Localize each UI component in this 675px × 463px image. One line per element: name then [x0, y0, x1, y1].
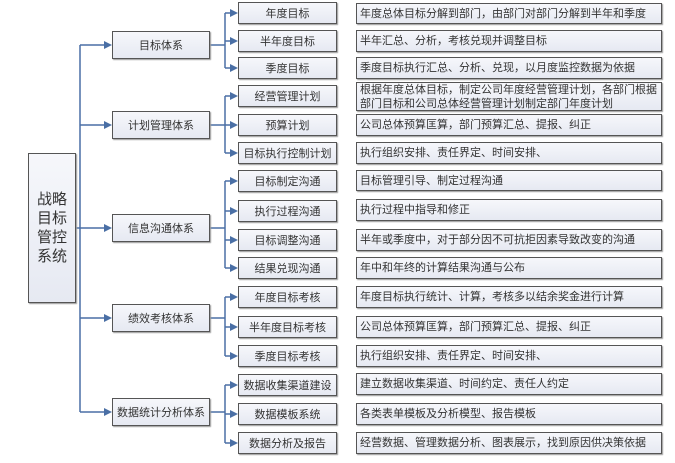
- item-node: 执行过程沟通: [238, 200, 337, 222]
- arrow-head-icon: [230, 37, 238, 45]
- item-description: 建立数据收集渠道、时间约定、责任人约定: [356, 373, 662, 395]
- item-node-label: 数据模板系统: [254, 408, 321, 421]
- item-description: 执行组织安排、责任界定、时间安排、: [356, 142, 662, 164]
- item-description: 目标管理引导、制定过程沟通: [356, 170, 662, 191]
- arrow-head-icon: [230, 207, 238, 215]
- item-node-label: 预算计划: [265, 119, 310, 132]
- system-node-label: 目标体系: [139, 39, 183, 52]
- item-description: 根据年度总体目标，制定公司年度经营管理计划，各部门根据部门目标和公司总体经营管理…: [356, 82, 662, 111]
- item-description: 季度目标执行汇总、分析、兑现，以月度监控数据为依据: [356, 57, 662, 79]
- item-description: 年度总体目标分解到部门，由部门对部门分解到半年和季度: [356, 3, 662, 24]
- item-description-label: 根据年度总体目标，制定公司年度经营管理计划，各部门根据部门目标和公司总体经营管理…: [360, 82, 657, 110]
- arrow-head-icon: [230, 352, 238, 360]
- arrow-head-icon: [230, 236, 238, 244]
- arrow-head-icon: [230, 177, 238, 185]
- item-node: 预算计划: [238, 114, 337, 136]
- item-node-label: 数据收集渠道建设: [243, 379, 332, 392]
- item-description-label: 年中和年终的计算结果沟通与公布: [360, 261, 525, 274]
- root-node: 战略目标管控系统: [28, 153, 76, 303]
- item-description: 公司总体预算匡算，部门预算汇总、提报、纠正: [356, 114, 662, 136]
- item-node-label: 半年度目标: [260, 35, 315, 48]
- item-node: 半年度目标: [238, 30, 337, 52]
- item-node-label: 年度目标考核: [254, 291, 321, 304]
- item-description: 执行组织安排、责任界定、时间安排、: [356, 345, 662, 367]
- item-description-label: 建立数据收集渠道、时间约定、责任人约定: [360, 377, 569, 390]
- system-node-label: 数据统计分析体系: [117, 406, 205, 419]
- system-node: 数据统计分析体系: [112, 398, 210, 426]
- item-node-label: 季度目标: [265, 62, 310, 75]
- item-description-label: 执行组织安排、责任界定、时间安排、: [360, 146, 547, 159]
- item-node-label: 半年度目标考核: [249, 321, 326, 334]
- item-node: 目标制定沟通: [238, 170, 337, 192]
- arrow-head-icon: [104, 121, 112, 129]
- item-node: 季度目标: [238, 57, 337, 79]
- item-description: 各类表单模板及分析模型、报告模板: [356, 403, 662, 425]
- item-node: 季度目标考核: [238, 345, 337, 367]
- item-node-label: 目标制定沟通: [254, 175, 321, 188]
- item-node-label: 年度目标: [265, 7, 310, 20]
- item-node: 年度目标: [238, 2, 337, 24]
- system-node-label: 绩效考核体系: [128, 312, 194, 325]
- item-node: 数据模板系统: [238, 403, 337, 425]
- item-description-label: 执行组织安排、责任界定、时间安排、: [360, 349, 547, 362]
- item-description: 经营数据、管理数据分析、图表展示，找到原因供决策依据: [356, 432, 662, 454]
- arrow-head-icon: [230, 293, 238, 301]
- item-description: 公司总体预算匡算，部门预算汇总、提报、纠正: [356, 316, 662, 338]
- item-description: 年度目标执行统计、计算，考核多以结余奖金进行计算: [356, 286, 662, 308]
- root-label: 战略目标管控系统: [36, 190, 67, 265]
- item-node: 目标调整沟通: [238, 229, 337, 251]
- arrow-head-icon: [230, 439, 238, 447]
- item-node: 目标执行控制计划: [238, 142, 337, 164]
- arrow-head-icon: [230, 149, 238, 157]
- system-node: 信息沟通体系: [112, 214, 210, 242]
- item-node-label: 目标调整沟通: [254, 234, 321, 247]
- item-node-label: 季度目标考核: [254, 350, 321, 363]
- system-node-label: 计划管理体系: [128, 119, 194, 132]
- arrow-head-icon: [230, 9, 238, 17]
- item-description: 年中和年终的计算结果沟通与公布: [356, 257, 662, 279]
- item-description-label: 年度总体目标分解到部门，由部门对部门分解到半年和季度: [360, 6, 646, 20]
- item-node: 数据分析及报告: [238, 432, 337, 454]
- system-node: 计划管理体系: [112, 111, 210, 139]
- item-description-label: 目标管理引导、制定过程沟通: [360, 173, 503, 187]
- item-description-label: 半年汇总、分析，考核兑现并调整目标: [360, 34, 547, 47]
- arrow-head-icon: [104, 224, 112, 232]
- item-description-label: 公司总体预算匡算，部门预算汇总、提报、纠正: [360, 118, 591, 131]
- item-description: 半年或季度中，对于部分因不可抗拒因素导致改变的沟通: [356, 229, 662, 251]
- item-node: 半年度目标考核: [238, 316, 337, 338]
- arrow-head-icon: [230, 64, 238, 72]
- item-description-label: 年度目标执行统计、计算，考核多以结余奖金进行计算: [360, 290, 624, 303]
- item-node-label: 经营管理计划: [254, 90, 321, 103]
- item-node-label: 目标执行控制计划: [243, 147, 332, 160]
- item-description-label: 公司总体预算匡算，部门预算汇总、提报、纠正: [360, 320, 591, 333]
- system-node: 目标体系: [112, 31, 210, 59]
- item-description-label: 季度目标执行汇总、分析、兑现，以月度监控数据为依据: [360, 61, 635, 74]
- item-node: 经营管理计划: [238, 85, 337, 107]
- item-node-label: 执行过程沟通: [254, 205, 321, 218]
- system-node: 绩效考核体系: [112, 304, 210, 332]
- item-node: 结果兑现沟通: [238, 257, 337, 279]
- item-description-label: 经营数据、管理数据分析、图表展示，找到原因供决策依据: [360, 436, 646, 449]
- item-node: 年度目标考核: [238, 286, 337, 308]
- arrow-head-icon: [230, 323, 238, 331]
- item-description-label: 各类表单模板及分析模型、报告模板: [360, 407, 536, 420]
- item-description: 半年汇总、分析，考核兑现并调整目标: [356, 30, 662, 52]
- item-node-label: 结果兑现沟通: [254, 262, 321, 275]
- system-node-label: 信息沟通体系: [128, 222, 194, 235]
- arrow-head-icon: [230, 121, 238, 129]
- arrow-head-icon: [104, 41, 112, 49]
- arrow-head-icon: [230, 381, 238, 389]
- item-node-label: 数据分析及报告: [249, 437, 326, 450]
- arrow-head-icon: [104, 408, 112, 416]
- item-node: 数据收集渠道建设: [238, 374, 337, 396]
- item-description-label: 半年或季度中，对于部分因不可抗拒因素导致改变的沟通: [360, 233, 635, 246]
- item-description-label: 执行过程中指导和修正: [360, 203, 470, 216]
- arrow-head-icon: [104, 314, 112, 322]
- arrow-head-icon: [230, 264, 238, 272]
- arrow-head-icon: [230, 92, 238, 100]
- arrow-head-icon: [230, 410, 238, 418]
- item-description: 执行过程中指导和修正: [356, 199, 662, 221]
